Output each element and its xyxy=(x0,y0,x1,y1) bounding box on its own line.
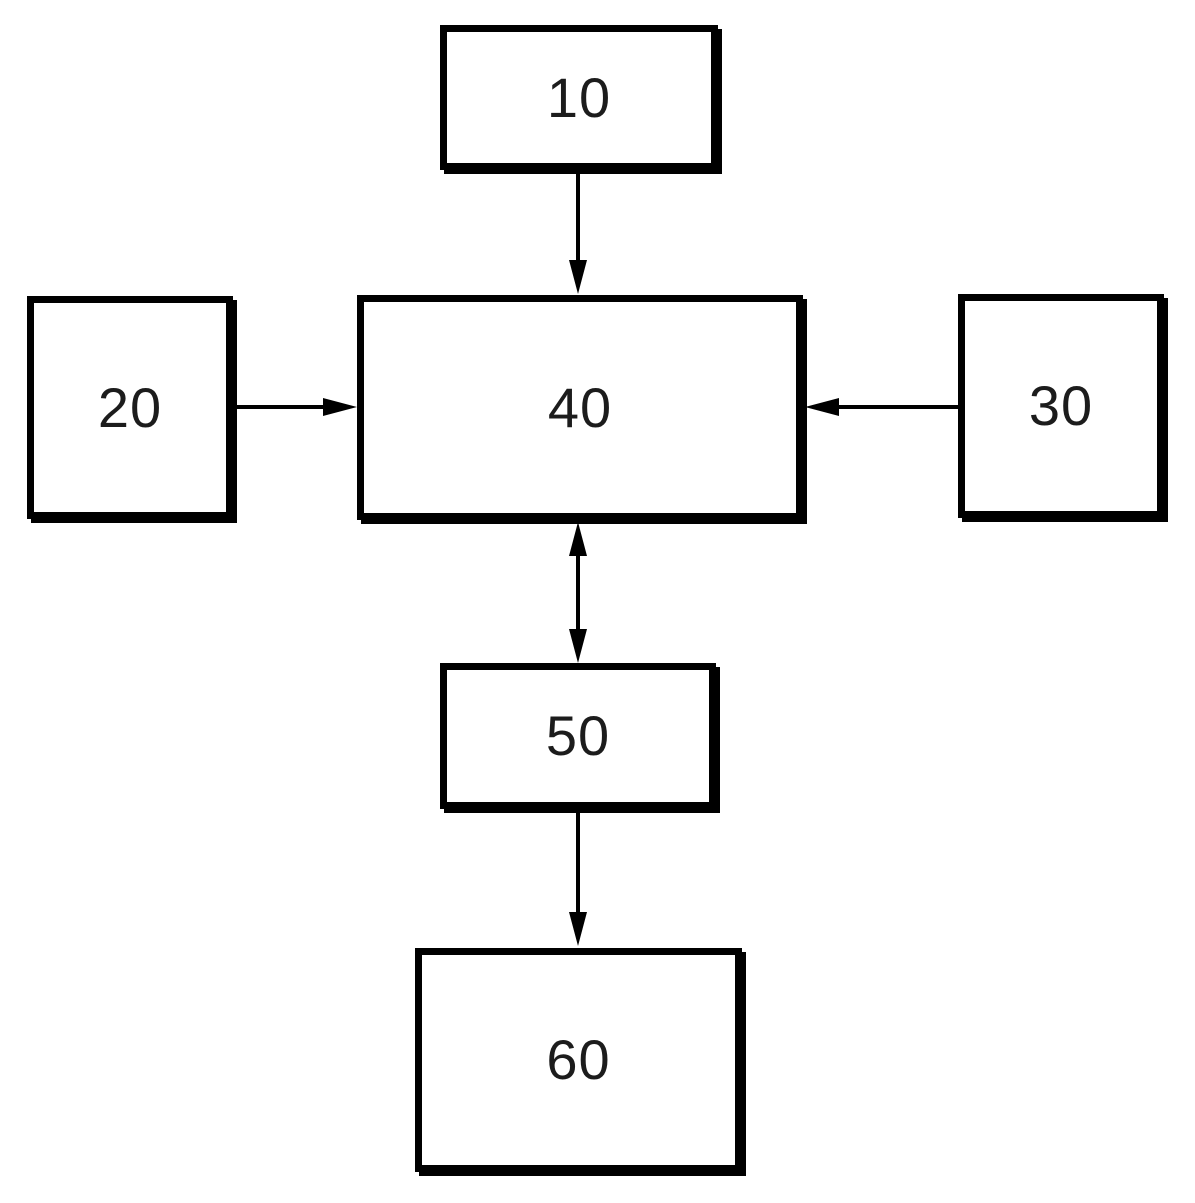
node-40-label: 40 xyxy=(547,375,613,439)
node-20: 20 xyxy=(27,296,233,519)
arrow-10-to-40-head xyxy=(569,260,587,294)
arrow-30-to-40 xyxy=(805,398,958,416)
node-30: 30 xyxy=(958,294,1164,518)
arrow-50-to-60 xyxy=(569,809,587,946)
arrow-10-to-40 xyxy=(569,168,587,294)
node-40: 40 xyxy=(357,295,803,520)
arrow-20-to-40-head xyxy=(323,398,357,416)
node-20-label: 20 xyxy=(97,375,163,439)
arrow-40-to-50-head-up xyxy=(569,522,587,556)
node-60: 60 xyxy=(415,948,742,1172)
node-60-label: 60 xyxy=(546,1028,611,1091)
arrow-40-to-50-double xyxy=(569,522,587,663)
node-50-label: 50 xyxy=(545,704,611,767)
arrow-40-to-50-head-down xyxy=(569,629,587,663)
node-10: 10 xyxy=(440,25,718,170)
arrow-50-to-60-head xyxy=(569,912,587,946)
node-50: 50 xyxy=(440,663,716,809)
arrow-30-to-40-head xyxy=(805,398,839,416)
node-30-label: 30 xyxy=(1028,374,1094,437)
node-10-label: 10 xyxy=(546,65,612,129)
arrow-20-to-40 xyxy=(235,398,357,416)
